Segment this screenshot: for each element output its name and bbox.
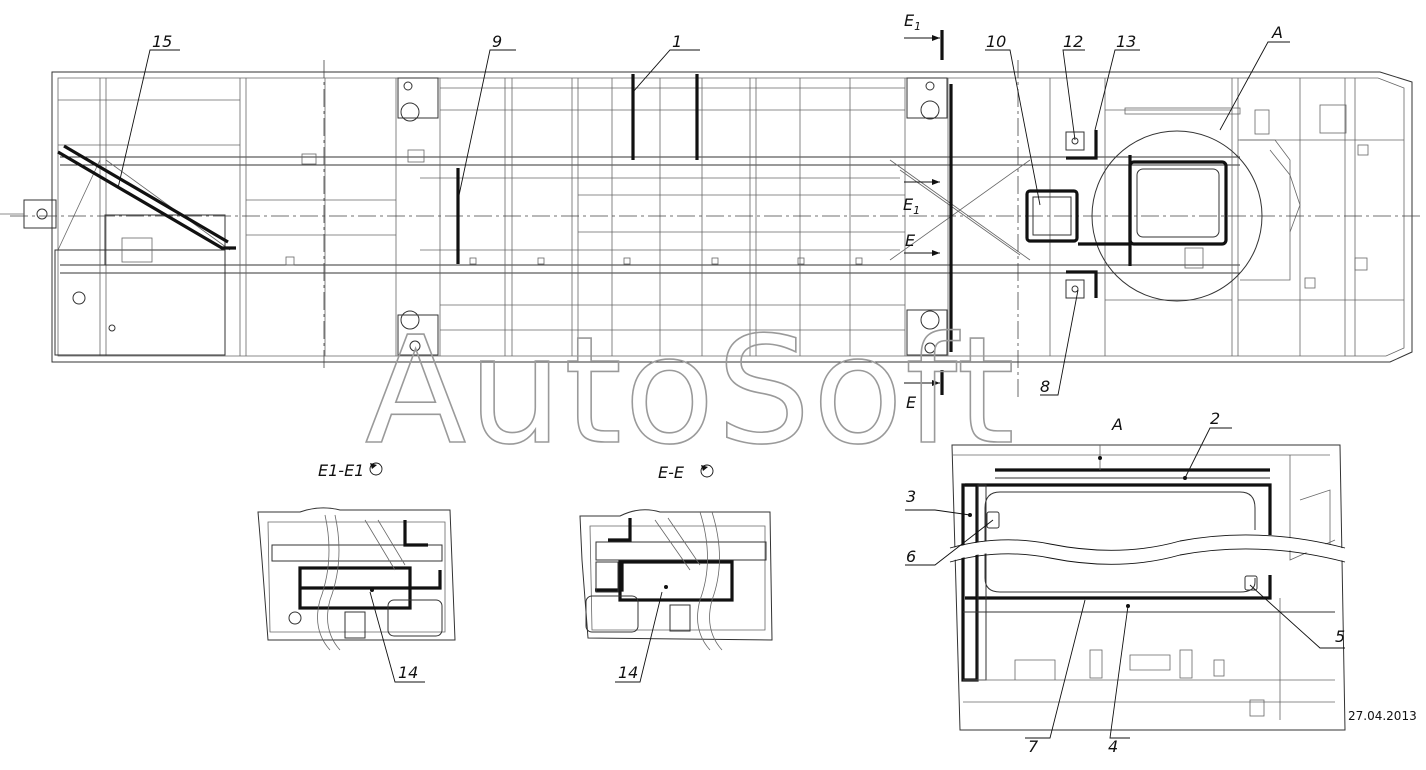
callout-15: 15	[152, 32, 172, 51]
section-e-bottom: E	[906, 393, 917, 412]
callout-8: 8	[1040, 377, 1050, 396]
section-arrows	[904, 30, 944, 395]
callout-7: 7	[1028, 737, 1039, 756]
section-e1-mid: E1	[903, 195, 920, 217]
section-title-e1: E1-E1	[318, 461, 364, 480]
view-a-marker: A	[1271, 23, 1283, 42]
highlighted-parts	[57, 74, 1228, 352]
callout-1: 1	[672, 32, 682, 51]
leader-lines	[117, 41, 1345, 739]
detail-view-a	[948, 444, 1347, 731]
callout-3: 3	[906, 487, 916, 506]
callout-13: 13	[1116, 32, 1136, 51]
section-e-view	[579, 509, 773, 651]
watermark: AutoSoft	[365, 305, 1017, 477]
callout-5: 5	[1335, 627, 1345, 646]
callout-9: 9	[492, 32, 502, 51]
drawing-date: 27.04.2013	[1348, 709, 1417, 723]
section-e1-view	[257, 507, 456, 651]
callout-6: 6	[906, 547, 916, 566]
section-e1-top: E1	[904, 11, 921, 33]
callout-14-e1: 14	[398, 663, 418, 682]
chassis-plan-view	[0, 60, 1420, 400]
callout-2: 2	[1210, 409, 1220, 428]
view-a-title: A	[1111, 415, 1123, 434]
callout-14-e: 14	[618, 663, 638, 682]
callout-10: 10	[986, 32, 1006, 51]
callout-4: 4	[1108, 737, 1118, 756]
callout-labels: 15 9 1 10 12 13 A 8 14 14 2 3 6 5 7 4 E1…	[152, 11, 1345, 756]
callout-12: 12	[1063, 32, 1083, 51]
section-title-e: E-E	[658, 463, 685, 482]
section-e-mid: E	[905, 231, 916, 250]
